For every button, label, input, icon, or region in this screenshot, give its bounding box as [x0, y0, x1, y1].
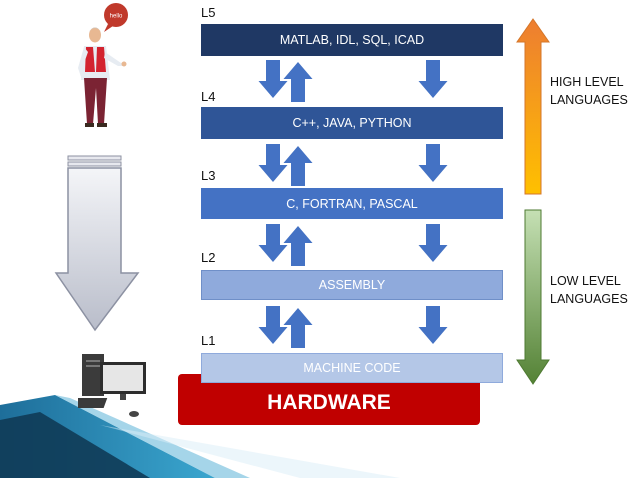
down-arrow-small-icon-4	[418, 306, 448, 344]
level-label-l5: L5	[201, 5, 216, 20]
high-level-label: HIGH LEVEL LANGUAGES	[550, 73, 628, 109]
high-level-line1: HIGH LEVEL	[550, 75, 624, 89]
bidirectional-arrow-up-1	[283, 62, 313, 102]
low-level-line1: LOW LEVEL	[550, 274, 621, 288]
level-label-l2: L2	[201, 250, 216, 265]
level-bar-l2: ASSEMBLY	[201, 270, 503, 300]
speech-bubble-icon: hello	[104, 3, 128, 32]
level-bar-l5-text: MATLAB, IDL, SQL, ICAD	[279, 33, 425, 47]
low-level-label: LOW LEVEL LANGUAGES	[550, 272, 628, 308]
level-bar-l2-text: ASSEMBLY	[318, 278, 386, 292]
level-bar-l1: MACHINE CODE	[201, 353, 503, 383]
bidirectional-arrow-up-2	[283, 146, 313, 186]
high-level-arrow	[516, 18, 550, 195]
level-bar-l4: C++, JAVA, PYTHON	[201, 107, 503, 139]
level-label-l4: L4	[201, 89, 216, 104]
bidirectional-arrow-up-3	[283, 226, 313, 266]
down-arrow-small-icon-3	[418, 224, 448, 262]
down-arrow-small-icon-2	[418, 144, 448, 182]
computer-icon	[78, 354, 146, 417]
level-bar-l3: C, FORTRAN, PASCAL	[201, 188, 503, 219]
level-bar-l3-text: C, FORTRAN, PASCAL	[286, 196, 418, 211]
bidirectional-arrow-down-1	[258, 60, 288, 98]
bidirectional-arrow-down-4	[258, 306, 288, 344]
down-arrow-icon	[54, 155, 140, 332]
level-bar-l5: MATLAB, IDL, SQL, ICAD	[201, 24, 503, 56]
bidirectional-arrow-down-3	[258, 224, 288, 262]
level-label-l1: L1	[201, 333, 216, 348]
low-level-arrow	[516, 209, 550, 385]
down-arrow-small-icon-1	[418, 60, 448, 98]
level-bar-l1-text: MACHINE CODE	[303, 361, 401, 375]
gradient-arrow-icon	[516, 18, 550, 385]
bidirectional-arrow-down-2	[258, 144, 288, 182]
bidirectional-arrow-up-4	[283, 308, 313, 348]
low-level-line2: LANGUAGES	[550, 292, 628, 306]
person-icon: hello	[78, 3, 128, 127]
level-label-l3: L3	[201, 168, 216, 183]
hardware-label: HARDWARE	[267, 390, 391, 414]
speech-bubble-text: hello	[110, 14, 123, 20]
level-bar-l4-text: C++, JAVA, PYTHON	[292, 116, 412, 130]
high-level-line2: LANGUAGES	[550, 93, 628, 107]
